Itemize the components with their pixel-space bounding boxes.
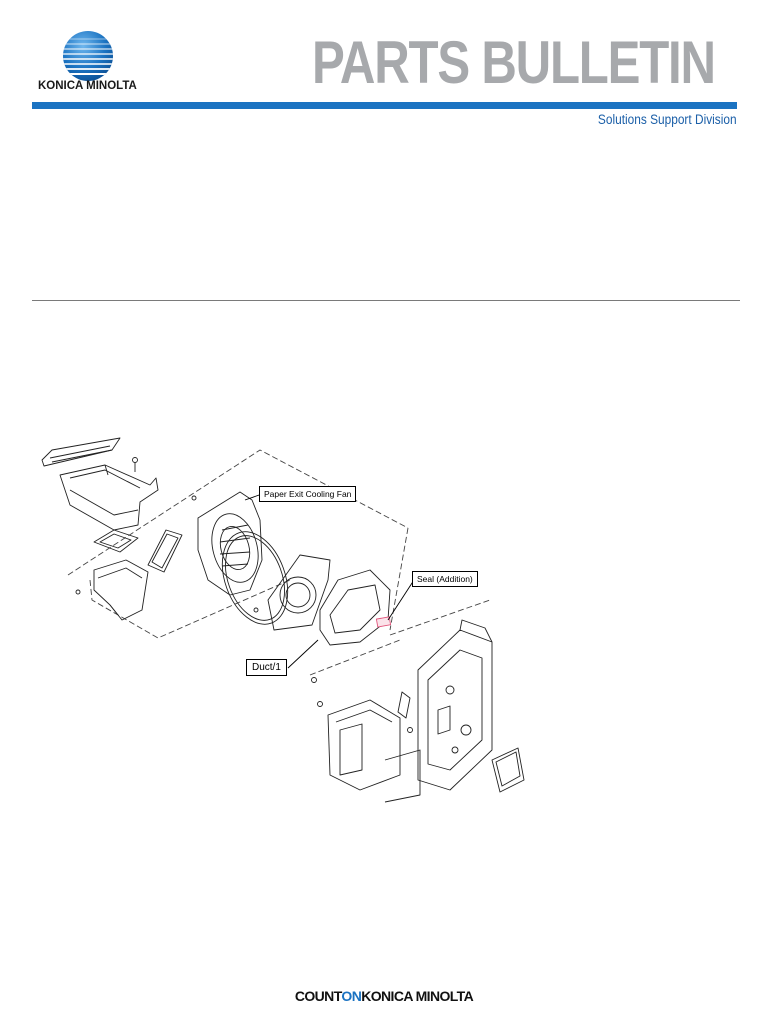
upper-duct-part bbox=[59, 457, 159, 531]
lower-duct-part bbox=[75, 559, 149, 621]
footer-on: ON bbox=[341, 988, 362, 1004]
page-title: PARTS BULLETIN bbox=[312, 29, 716, 96]
cooling-fan-part bbox=[191, 491, 263, 596]
grille-part bbox=[41, 437, 121, 467]
exploded-parts-diagram bbox=[41, 437, 525, 803]
division-name: Solutions Support Division bbox=[598, 112, 737, 127]
lower-bracket-part bbox=[311, 677, 421, 803]
konica-minolta-globe-logo bbox=[63, 31, 113, 81]
mounting-plate-part bbox=[253, 554, 331, 631]
main-frame-part bbox=[417, 619, 493, 791]
duct-1-part bbox=[319, 569, 391, 646]
callout-paper-exit-cooling-fan: Paper Exit Cooling Fan bbox=[259, 486, 357, 502]
footer-slogan: COUNTONKONICA MINOLTA bbox=[0, 988, 768, 1004]
footer-brand: KONICA MINOLTA bbox=[361, 988, 474, 1004]
callout-seal-addition: Seal (Addition) bbox=[412, 571, 478, 587]
section-divider bbox=[32, 300, 740, 301]
header-rule bbox=[32, 102, 737, 109]
footer-count: COUNT bbox=[294, 988, 342, 1004]
logo-wordmark: KONICA MINOLTA bbox=[38, 80, 137, 92]
callout-duct-1: Duct/1 bbox=[246, 659, 287, 676]
seal-highlight bbox=[375, 616, 392, 628]
